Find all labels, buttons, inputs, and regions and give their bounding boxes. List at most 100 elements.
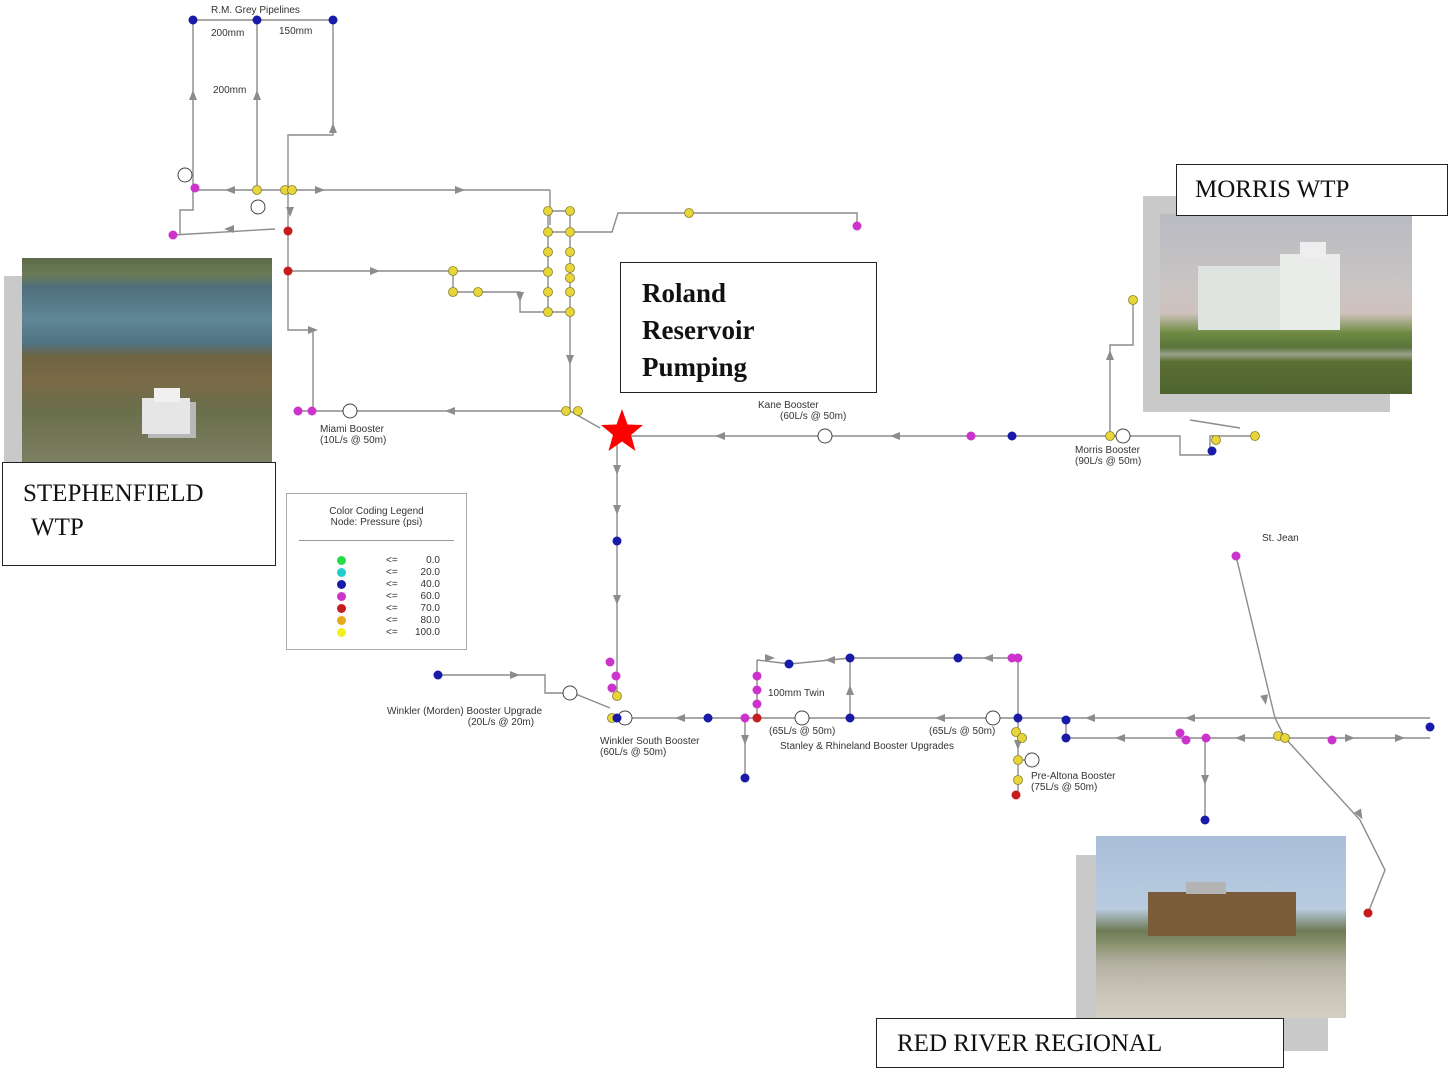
flow-arrow xyxy=(1235,734,1245,742)
junction-node xyxy=(852,221,862,231)
legend-comparator: <= xyxy=(386,554,398,566)
flow-arrow xyxy=(890,432,900,440)
morris-booster-name: Morris Booster xyxy=(1075,445,1141,456)
junction-node xyxy=(448,266,458,276)
junction-node xyxy=(1280,733,1290,743)
junction-node xyxy=(740,713,750,723)
pump-symbol xyxy=(794,710,810,726)
rm-grey-pipelines-label: R.M. Grey Pipelines xyxy=(211,5,300,16)
legend-value: 40.0 xyxy=(420,578,440,590)
junction-node xyxy=(1425,722,1435,732)
junction-node xyxy=(1013,653,1023,663)
pipe-segment xyxy=(179,190,194,235)
junction-node xyxy=(252,15,262,25)
junction-node xyxy=(1200,815,1210,825)
junction-node xyxy=(684,208,694,218)
pipe-segment xyxy=(287,190,314,410)
flow-65-label-a: (65L/s @ 50m) xyxy=(769,726,836,737)
junction-node xyxy=(740,773,750,783)
flow-arrow xyxy=(1085,714,1095,722)
legend-divider xyxy=(299,540,454,541)
roland-reservoir-pumping-title: Roland Reservoir Pumping xyxy=(620,262,877,393)
morris-wtp-photo xyxy=(1160,214,1412,394)
pre-altona-name: Pre-Altona Booster xyxy=(1031,771,1116,782)
flow-arrow xyxy=(1115,734,1125,742)
red-river-title-text: RED RIVER REGIONAL xyxy=(897,1030,1163,1057)
flow-arrow xyxy=(741,735,749,745)
junction-node xyxy=(543,206,553,216)
junction-node xyxy=(953,653,963,663)
kane-booster-label: Kane Booster (60L/s @ 50m) xyxy=(758,400,846,422)
winkler-morden-flow: (20L/s @ 20m) xyxy=(467,717,535,728)
legend-swatch xyxy=(337,603,346,613)
junction-node xyxy=(1061,733,1071,743)
junction-node xyxy=(543,247,553,257)
legend-value: 100.0 xyxy=(414,626,440,638)
junction-node xyxy=(845,713,855,723)
junction-node xyxy=(1327,735,1337,745)
legend-swatch xyxy=(337,567,346,577)
junction-node xyxy=(612,713,622,723)
junction-node xyxy=(293,406,303,416)
roland-title-line-2: Reservoir xyxy=(642,315,755,345)
flow-arrow xyxy=(566,355,574,365)
legend-value: 60.0 xyxy=(420,590,440,602)
miami-booster-flow: (10L/s @ 50m) xyxy=(320,435,387,446)
miami-booster-name: Miami Booster xyxy=(320,424,384,435)
junction-node xyxy=(1250,431,1260,441)
legend-swatch xyxy=(337,615,346,625)
flow-arrow xyxy=(613,505,621,515)
flow-arrow xyxy=(516,292,524,302)
legend-row: <= 40.0 xyxy=(337,578,440,590)
morris-wtp-title: MORRIS WTP xyxy=(1176,164,1448,216)
flow-arrow xyxy=(935,714,945,722)
flow-arrow xyxy=(370,267,380,275)
legend-swatch xyxy=(337,627,346,637)
junction-node xyxy=(543,227,553,237)
flow-arrow xyxy=(225,186,235,194)
roland-title-line-1: Roland xyxy=(642,278,727,308)
twin-100mm-label: 100mm Twin xyxy=(768,688,825,699)
legend-row: <= 0.0 xyxy=(337,554,440,566)
junction-node xyxy=(1207,446,1217,456)
winkler-morden-name: Winkler (Morden) Booster Upgrade xyxy=(387,706,543,717)
red-river-building xyxy=(1148,892,1296,936)
stephenfield-wtp-photo xyxy=(22,258,272,462)
junction-node xyxy=(287,185,297,195)
stephenfield-wtp-title: STEPHENFIELD WTP xyxy=(2,462,276,566)
junction-node xyxy=(607,683,617,693)
pipe-segment xyxy=(548,212,858,233)
pipe-segment xyxy=(172,228,276,236)
legend-row: <= 100.0 xyxy=(337,626,440,638)
junction-node xyxy=(565,273,575,283)
flow-arrow xyxy=(510,671,520,679)
flow-arrow xyxy=(329,123,337,133)
winkler-south-name: Winkler South Booster xyxy=(600,736,700,747)
winkler-morden-booster-label: Winkler (Morden) Booster Upgrade (20L/s … xyxy=(387,706,542,728)
morris-towers xyxy=(1300,242,1326,258)
junction-node xyxy=(1201,733,1211,743)
junction-node xyxy=(1013,755,1023,765)
kane-booster-name: Kane Booster xyxy=(758,400,819,411)
legend-comparator: <= xyxy=(386,590,398,602)
legend-swatch xyxy=(337,579,346,589)
flow-arrows xyxy=(189,90,1405,820)
stephenfield-building-top xyxy=(154,388,180,402)
pump-symbol xyxy=(177,167,193,183)
pump-symbol xyxy=(562,685,578,701)
flow-arrow xyxy=(1185,714,1195,722)
junction-node xyxy=(543,307,553,317)
stephenfield-building xyxy=(142,398,190,434)
junction-node xyxy=(966,431,976,441)
pressure-color-legend: Color Coding Legend Node: Pressure (psi)… xyxy=(286,493,467,650)
stephenfield-photo-shadow xyxy=(4,276,24,462)
flow-arrow xyxy=(224,225,234,233)
junction-node xyxy=(752,713,762,723)
pipe-network xyxy=(172,19,1430,914)
junction-node xyxy=(1181,735,1191,745)
pipe-segment xyxy=(1189,419,1241,429)
legend-swatch xyxy=(337,555,346,565)
junction-node xyxy=(573,406,583,416)
flow-arrow xyxy=(286,207,294,217)
flow-arrow xyxy=(445,407,455,415)
